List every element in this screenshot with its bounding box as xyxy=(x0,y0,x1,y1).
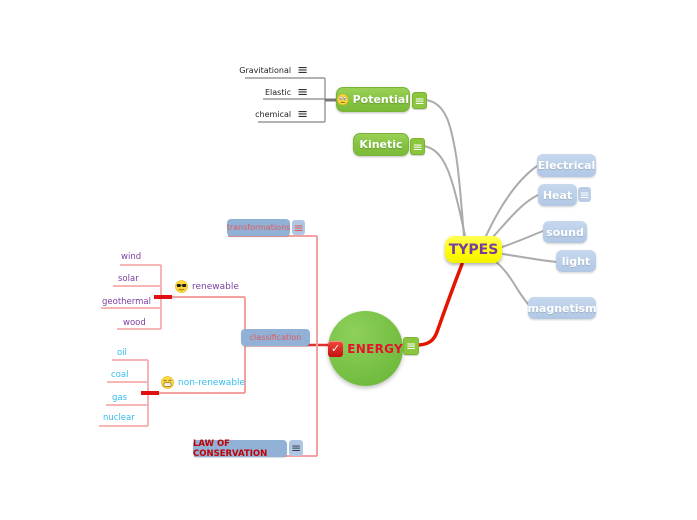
checkmark-icon: ✓ xyxy=(328,340,344,357)
node-wind[interactable]: wind xyxy=(121,252,142,262)
node-nuclear[interactable]: nuclear xyxy=(103,413,135,423)
node-solar[interactable]: solar xyxy=(118,274,139,284)
node-renewable[interactable]: renewable xyxy=(175,279,239,294)
node-classification[interactable]: classification xyxy=(241,329,310,346)
node-non-renewable[interactable]: non-renewable xyxy=(161,375,245,390)
menu-icon[interactable]: ≡ xyxy=(297,62,308,78)
node-gas[interactable]: gas xyxy=(112,393,128,403)
grinning-face-icon xyxy=(161,376,174,389)
menu-icon[interactable]: ≡ xyxy=(578,187,591,202)
node-kinetic[interactable]: Kinetic xyxy=(353,133,409,156)
node-types[interactable]: TYPES xyxy=(445,236,502,263)
menu-icon[interactable]: ≡ xyxy=(297,84,308,100)
menu-icon[interactable]: ≡ xyxy=(289,440,303,456)
node-heat[interactable]: Heat xyxy=(538,184,577,206)
menu-icon[interactable]: ≡ xyxy=(410,138,425,155)
node-chemical-label: chemical xyxy=(255,109,292,119)
node-wood[interactable]: wood xyxy=(123,318,146,328)
node-magnetism[interactable]: magnetism xyxy=(527,297,597,319)
node-elastic-label: Elastic xyxy=(264,87,292,97)
node-energy-label: ENERGY xyxy=(347,341,403,356)
node-light[interactable]: light xyxy=(556,250,596,272)
node-chemical[interactable]: chemical ≡ xyxy=(255,106,308,122)
node-gravitational-label: Gravitational xyxy=(239,65,292,75)
node-geothermal[interactable]: geothermal xyxy=(102,297,151,307)
menu-icon[interactable]: ≡ xyxy=(403,337,419,355)
menu-icon[interactable]: ≡ xyxy=(292,220,305,235)
node-gravitational[interactable]: Gravitational ≡ xyxy=(239,62,308,78)
node-law-of-conservation[interactable]: LAW OF CONSERVATION xyxy=(193,439,287,459)
node-sound[interactable]: sound xyxy=(543,221,587,243)
node-electrical[interactable]: Electrical xyxy=(537,154,596,177)
node-energy[interactable]: ✓ ENERGY xyxy=(328,311,403,386)
node-oil[interactable]: oil xyxy=(117,348,127,358)
node-potential-label: Potential xyxy=(352,93,409,106)
node-coal[interactable]: coal xyxy=(111,370,129,380)
menu-icon[interactable]: ≡ xyxy=(297,106,308,122)
node-renewable-label: renewable xyxy=(192,281,239,292)
neutral-face-icon xyxy=(337,93,349,106)
sunglasses-face-icon xyxy=(175,280,188,293)
node-transformations[interactable]: transformations xyxy=(227,219,290,236)
node-potential[interactable]: Potential xyxy=(336,87,410,112)
node-elastic[interactable]: Elastic ≡ xyxy=(264,84,308,100)
menu-icon[interactable]: ≡ xyxy=(412,92,427,109)
node-non-renewable-label: non-renewable xyxy=(178,377,246,388)
